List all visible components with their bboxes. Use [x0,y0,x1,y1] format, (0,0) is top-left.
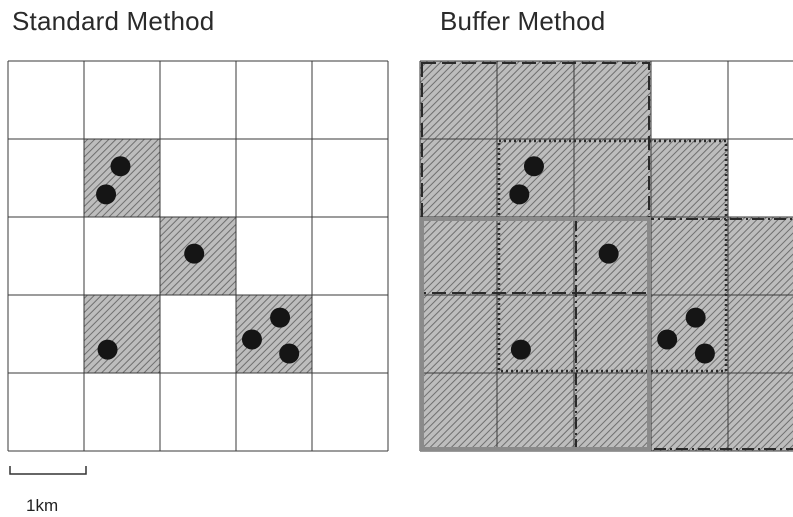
buffer-hatched-cell [420,373,497,451]
buffer-hatched-cell [497,217,574,295]
buffer-outline-long-dash [421,62,650,294]
title-standard-method: Standard Method [12,6,215,36]
scale-bar [9,466,87,475]
standard-point [184,243,205,264]
buffer-method-panel [419,60,793,452]
buffer-point [598,243,619,264]
buffer-hatched-cell [497,139,574,217]
buffer-point [523,156,544,177]
title-buffer-method: Buffer Method [440,6,606,36]
buffer-point [509,184,530,205]
buffer-hatched-cell [497,61,574,139]
buffer-outline-dash-dot [575,218,793,450]
buffer-hatched-cell [420,217,497,295]
buffer-hatched-cell [574,61,651,139]
buffer-hatched-cell [574,139,651,217]
standard-point [110,156,131,177]
buffer-point [694,343,715,364]
standard-point [270,307,291,328]
buffer-hatched-cell [420,61,497,139]
buffer-point [510,339,531,360]
buffer-hatched-cell [574,373,651,451]
standard-point [279,343,300,364]
buffer-hatched-cell [728,217,793,295]
buffer-hatched-cell [728,295,793,373]
buffer-outline-dotted [497,139,728,373]
standard-point [97,339,118,360]
scale-bar-line [9,466,87,475]
standard-point [241,329,262,350]
buffer-hatched-cell [497,373,574,451]
buffer-point [685,307,706,328]
buffer-hatched-cell [497,295,574,373]
buffer-point [657,329,678,350]
standard-hatched-cell [84,139,160,217]
buffer-outline-solid-gray [420,217,651,451]
standard-method-panel [7,60,389,452]
buffer-hatched-cell [728,373,793,451]
buffer-hatched-cell [420,295,497,373]
standard-hatched-cell [84,295,160,373]
buffer-hatched-cell [651,373,728,451]
scale-label: 1km [26,496,59,515]
buffer-hatched-cell [574,295,651,373]
buffer-hatched-cell [651,139,728,217]
buffer-hatched-cell [651,217,728,295]
standard-point [96,184,117,205]
buffer-hatched-cell [420,139,497,217]
